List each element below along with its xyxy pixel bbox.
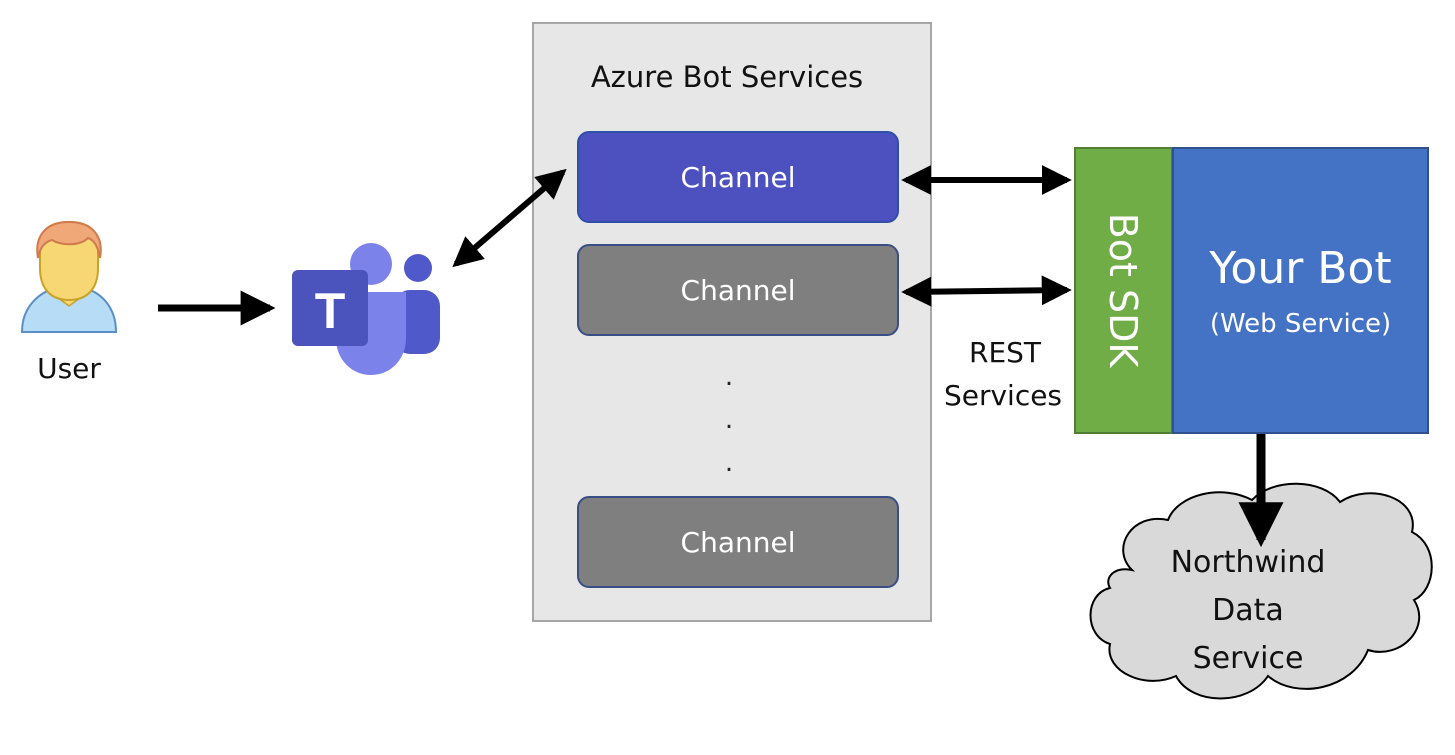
- your-bot-subtitle: (Web Service): [1209, 309, 1392, 339]
- teams-logo-icon: T: [292, 243, 440, 375]
- cloud-label-line1: Northwind: [1170, 545, 1326, 580]
- channel-box: Channel: [577, 496, 899, 588]
- channel-box-active: Channel: [577, 131, 899, 223]
- services-label: Services: [943, 379, 1063, 412]
- your-bot-title: Your Bot: [1209, 243, 1392, 294]
- your-bot-box: [1172, 147, 1429, 434]
- ellipsis-dot: .: [724, 362, 734, 392]
- cloud-label-line2: Data: [1212, 593, 1284, 628]
- svg-text:T: T: [315, 283, 346, 339]
- azure-bot-services-title: Azure Bot Services: [590, 60, 864, 94]
- arrow-teams-channel: [452, 168, 567, 268]
- channel-label: Channel: [680, 160, 796, 194]
- channel-label: Channel: [680, 273, 796, 307]
- channel-label: Channel: [680, 525, 796, 559]
- ellipsis-dot: .: [724, 448, 734, 478]
- rest-label: REST: [968, 336, 1042, 369]
- user-label: User: [37, 352, 101, 385]
- bot-sdk-box: [1074, 147, 1173, 434]
- northwind-cloud-icon: [1089, 482, 1433, 700]
- ellipsis-dot: .: [724, 405, 734, 435]
- user-icon: [20, 220, 118, 333]
- cloud-label-line3: Service: [1192, 641, 1304, 676]
- arrow-channel-bot-sdk-2: [901, 275, 1072, 307]
- channel-box: Channel: [577, 244, 899, 336]
